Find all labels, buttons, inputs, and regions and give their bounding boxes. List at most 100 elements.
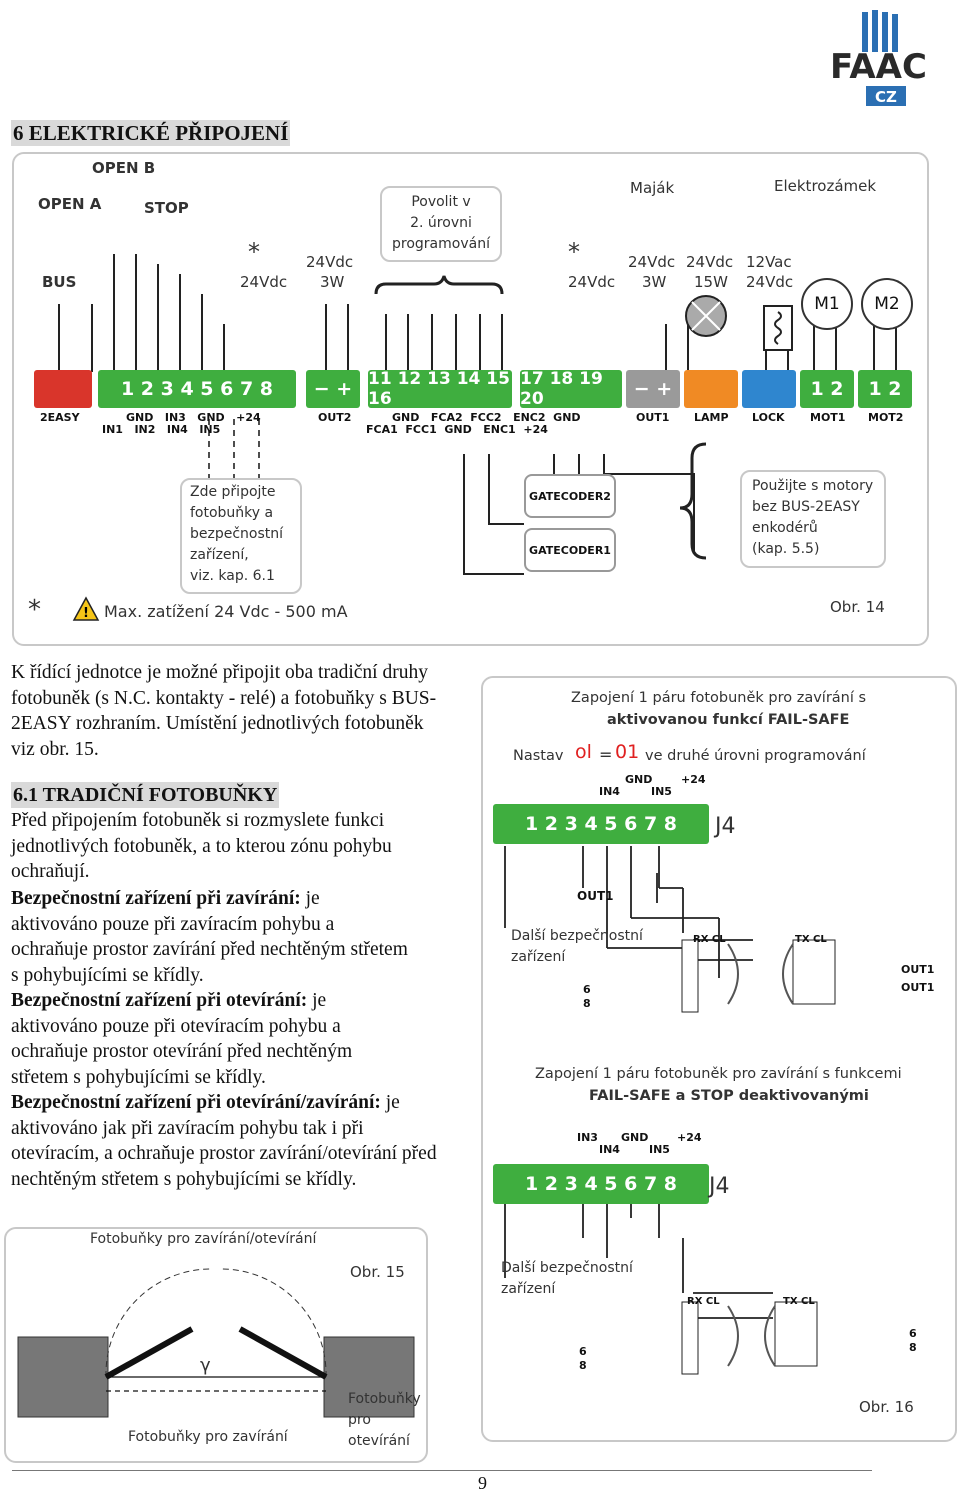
label-nastav-tail: ve druhé úrovni programování [645, 748, 866, 764]
footer-rule [12, 1470, 872, 1471]
figure-number-15: Obr. 15 [350, 1263, 405, 1281]
subsection-heading: 6.1 TRADIČNÍ FOTOBUŇKY [11, 782, 280, 808]
paragraph-closing: Bezpečnostní zařízení při zavírání: je a… [11, 886, 411, 988]
label-photocells-opening: Fotobuňky pro otevírání [348, 1391, 421, 1449]
svg-text:CZ: CZ [875, 88, 897, 106]
label-24vdc-b: 24Vdc [568, 273, 616, 291]
paragraph-both-title: Bezpečnostní zařízení při otevírání/zaví… [11, 1092, 381, 1113]
label-8-3: 8 [909, 1341, 917, 1354]
label-open-a: OPEN A [38, 195, 102, 213]
label-8-1: 8 [583, 997, 591, 1010]
label-in4-1: IN4 [599, 785, 620, 798]
paragraph-both: Bezpečnostní zařízení při otevírání/zaví… [11, 1090, 443, 1192]
terminal-mot2: 1 2 [858, 370, 912, 408]
label-mot2: MOT2 [868, 411, 904, 424]
label-gamma: γ [200, 1355, 211, 1376]
terminal-out1: − + [626, 370, 680, 408]
label-gnd-1: GND [625, 773, 653, 786]
label-bus: BUS [42, 273, 77, 291]
motor-m2: M2 [861, 278, 913, 330]
gatecoder1: GATECODER1 [524, 528, 616, 572]
label-15w: 15W [694, 273, 728, 291]
label-3w-out2: 3W [320, 273, 345, 291]
label-in4-2: IN4 [599, 1143, 620, 1156]
label-txcl-1: TX CL [795, 934, 827, 945]
label-mot1: MOT1 [810, 411, 846, 424]
terminal-mot1: 1 2 [800, 370, 854, 408]
note-povolit: Povolit v 2. úrovni programování [380, 186, 502, 262]
asterisk-b: * [568, 238, 580, 266]
code-ol: ol [575, 741, 592, 763]
paragraph-opening-title: Bezpečnostní zařízení při otevírání: [11, 990, 308, 1011]
paragraph-closing-title: Bezpečnostní zařízení při zavírání: [11, 888, 301, 909]
paragraph-opening-text: je aktivováno pouze při otevíracím pohyb… [11, 990, 353, 1088]
photocell-layout-diagram: Fotobuňky pro zavírání/otevírání Obr. 15… [4, 1227, 428, 1463]
label-out1-plus: OUT1 [901, 981, 935, 994]
label-elektrozamek: Elektrozámek [774, 177, 877, 195]
label-photocells-closing: Fotobuňky pro zavírání [128, 1429, 288, 1445]
label-j4-1: J4 [715, 814, 736, 839]
label-rxcl-1: RX CL [693, 934, 726, 945]
label-p24-1: +24 [681, 773, 706, 786]
label-gnd-2: GND [621, 1131, 649, 1144]
label-majak: Maják [630, 179, 675, 197]
label-24vdc-a: 24Vdc [240, 273, 288, 291]
label-6-2: 6 [579, 1345, 587, 1358]
failsafe-wiring-diagram: Zapojení 1 páru fotobuněk pro zavírání s… [481, 676, 957, 1442]
label-nastav: Nastav [513, 748, 564, 764]
failsafe-lines [504, 846, 836, 1375]
label-dalsi-2: Další bezpečnostní zařízení [501, 1260, 633, 1297]
paragraph-both-text: je aktivováno jak při zavíracím pohybu t… [11, 1092, 437, 1190]
label-6-3: 6 [909, 1327, 917, 1340]
figure-number-14: Obr. 14 [830, 598, 885, 616]
motor-m1: M1 [801, 278, 853, 330]
title-failsafe-off-1: Zapojení 1 páru fotobuněk pro zavírání s… [535, 1066, 902, 1082]
section-heading: 6 ELEKTRICKÉ PŘIPOJENÍ [11, 120, 291, 146]
terminal-block-j4-2: 1 2 3 4 5 6 7 8 [493, 1164, 709, 1204]
label-row1: GND IN3 GND +24 [126, 411, 261, 424]
intro-paragraph: K řídící jednotce je možné připojit oba … [11, 662, 437, 760]
gate-drawing [17, 1268, 415, 1418]
label-p24-2: +24 [677, 1131, 702, 1144]
title-failsafe-on-2: aktivovanou funkcí FAIL-SAFE [607, 712, 850, 728]
gatecoder2: GATECODER2 [524, 474, 616, 518]
faac-logo: FAAC CZ [826, 10, 944, 110]
label-12vac: 12Vac [746, 253, 792, 271]
label-row3: GND FCA2 FCC2 ENC2 GND [392, 411, 581, 424]
label-in5-1: IN5 [651, 785, 672, 798]
terminal-block-j4-1: 1 2 3 4 5 6 7 8 [493, 804, 709, 844]
paragraph-opening: Bezpečnostní zařízení při otevírání: je … [11, 988, 411, 1090]
label-rxcl-2: RX CL [687, 1296, 720, 1307]
label-open-b: OPEN B [92, 159, 156, 177]
terminal-out2: − + [306, 370, 360, 408]
label-dalsi-1: Další bezpečnostní zařízení [511, 928, 643, 965]
label-24vdc-out2: 24Vdc [306, 253, 354, 271]
title-failsafe-off-2: FAIL-SAFE a STOP deaktivovanými [589, 1088, 869, 1104]
code-equals: = [599, 745, 613, 764]
note-photocells-text: Zde připojte fotobuňky a bezpečnostní za… [190, 484, 284, 584]
label-out1-1: OUT1 [577, 889, 614, 903]
label-8-2: 8 [579, 1359, 587, 1372]
label-photocells-both: Fotobuňky pro zavírání/otevírání [90, 1231, 317, 1247]
label-row4: FCA1 FCC1 GND ENC1 +24 [366, 423, 548, 436]
figure-number-16: Obr. 16 [859, 1398, 914, 1416]
label-24vdc-out1: 24Vdc [628, 253, 676, 271]
terminal-block-1-8: 1 2 3 4 5 6 7 8 [98, 370, 296, 408]
terminal-lamp [684, 370, 738, 408]
label-lock: LOCK [752, 411, 785, 424]
label-3w-out1: 3W [642, 273, 667, 291]
label-j4-2: J4 [709, 1174, 730, 1199]
code-01: 01 [615, 741, 640, 763]
label-out2: OUT2 [318, 411, 352, 424]
terminal-block-11-16: 11 12 13 14 15 16 [368, 369, 512, 409]
label-row2: IN1 IN2 IN4 IN5 [102, 423, 221, 436]
page-number: 9 [478, 1473, 487, 1493]
terminal-lock [742, 370, 796, 408]
asterisk-footer: * [28, 595, 41, 625]
wiring-lines: ! [58, 254, 897, 621]
label-24vdc-lamp: 24Vdc [686, 253, 734, 271]
note-povolit-text: Povolit v 2. úrovni programování [392, 194, 490, 252]
label-out1: OUT1 [636, 411, 670, 424]
note-encoders: Použijte s motory bez BUS-2EASY enkodérů… [740, 470, 886, 568]
svg-text:FAAC: FAAC [830, 47, 927, 87]
